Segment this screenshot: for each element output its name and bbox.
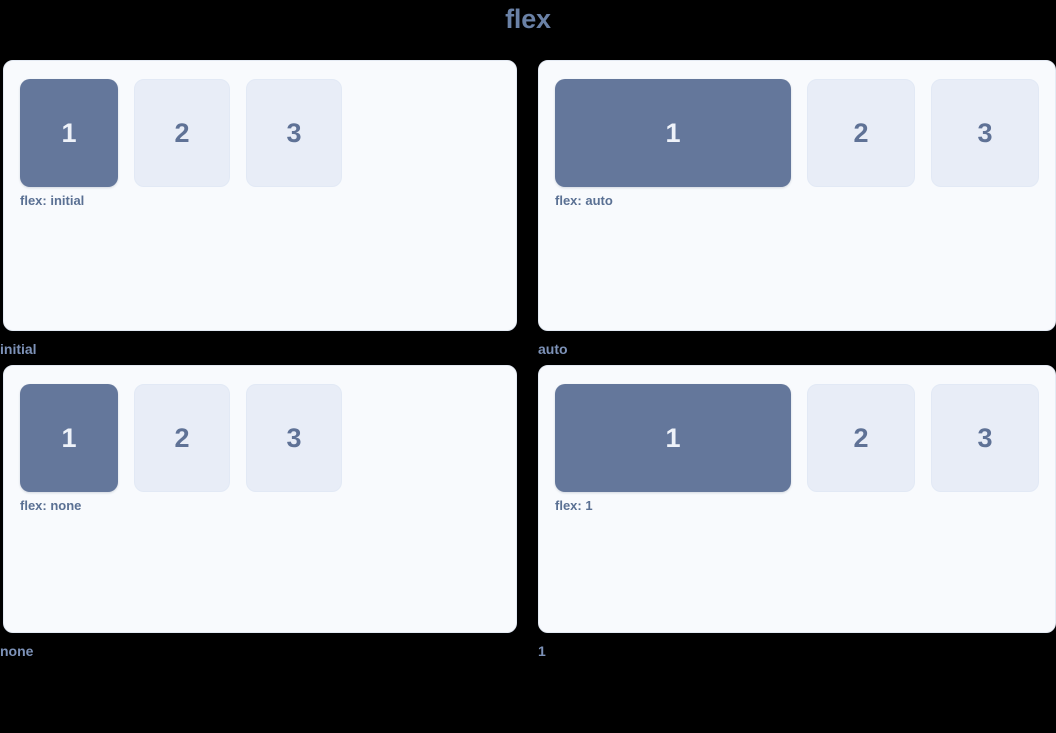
flex-item-2[interactable]: 2 bbox=[807, 384, 915, 492]
demo-caption-initial: initial bbox=[0, 341, 37, 357]
demo-caption-auto: auto bbox=[538, 341, 568, 357]
flex-item-3[interactable]: 3 bbox=[246, 79, 342, 187]
flex-item-1[interactable]: 1 bbox=[20, 384, 118, 492]
page-title: flex bbox=[505, 4, 551, 34]
demo-cell-initial: 1 2 3 flex: initial initial bbox=[0, 60, 528, 365]
demo-cell-none: 1 2 3 flex: none none bbox=[0, 365, 528, 667]
demo-label-none: flex: none bbox=[20, 498, 82, 513]
flex-container-one: 1 2 3 bbox=[555, 384, 1039, 492]
demo-cell-auto: 1 2 3 flex: auto auto bbox=[528, 60, 1056, 365]
demo-row-top: 1 2 3 flex: initial initial 1 2 3 flex: … bbox=[0, 60, 1056, 365]
flex-item-2[interactable]: 2 bbox=[807, 79, 915, 187]
flex-item-2[interactable]: 2 bbox=[134, 384, 230, 492]
flex-item-1[interactable]: 1 bbox=[555, 384, 791, 492]
demo-cell-one: 1 2 3 flex: 1 1 bbox=[528, 365, 1056, 667]
flex-container-none: 1 2 3 bbox=[20, 384, 500, 492]
flex-item-3[interactable]: 3 bbox=[931, 384, 1039, 492]
demo-panel-none: 1 2 3 flex: none bbox=[3, 365, 517, 633]
flex-container-initial: 1 2 3 bbox=[20, 79, 500, 187]
flex-item-2[interactable]: 2 bbox=[134, 79, 230, 187]
demo-panel-initial: 1 2 3 flex: initial bbox=[3, 60, 517, 331]
demo-row-bottom: 1 2 3 flex: none none 1 2 3 flex: 1 1 bbox=[0, 365, 1056, 667]
flex-item-3[interactable]: 3 bbox=[931, 79, 1039, 187]
demo-label-initial: flex: initial bbox=[20, 193, 85, 208]
demo-label-auto: flex: auto bbox=[555, 193, 613, 208]
flex-item-1[interactable]: 1 bbox=[20, 79, 118, 187]
demo-caption-one: 1 bbox=[538, 643, 546, 659]
demo-caption-none: none bbox=[0, 643, 34, 659]
demo-label-one: flex: 1 bbox=[555, 498, 593, 513]
demo-panel-auto: 1 2 3 flex: auto bbox=[538, 60, 1056, 331]
demo-grid: 1 2 3 flex: initial initial 1 2 3 flex: … bbox=[0, 60, 1056, 667]
demo-panel-one: 1 2 3 flex: 1 bbox=[538, 365, 1056, 633]
flex-container-auto: 1 2 3 bbox=[555, 79, 1039, 187]
flex-item-3[interactable]: 3 bbox=[246, 384, 342, 492]
flex-item-1[interactable]: 1 bbox=[555, 79, 791, 187]
